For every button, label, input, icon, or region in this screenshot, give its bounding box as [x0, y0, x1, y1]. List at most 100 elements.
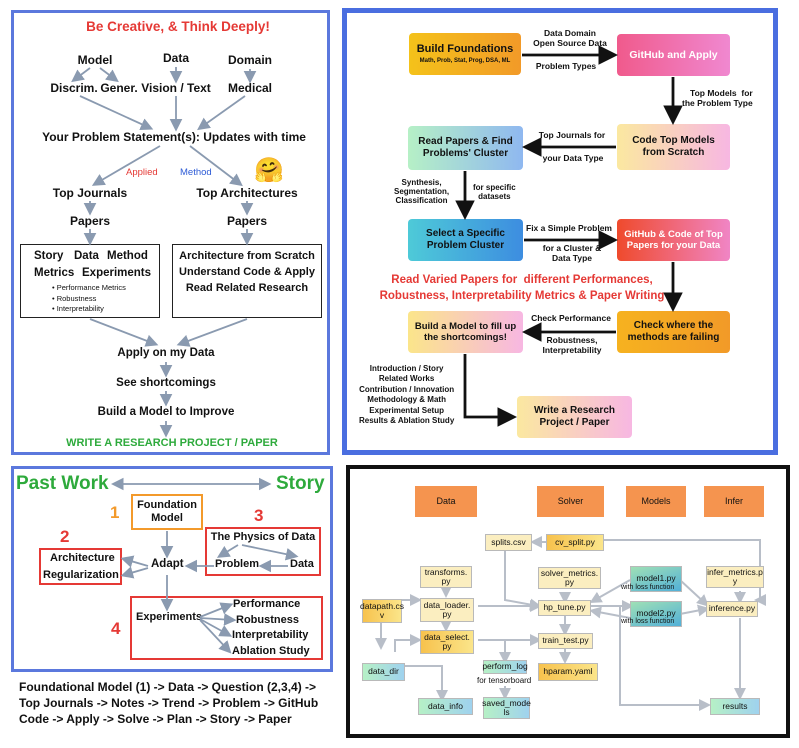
file-train-test: train_test.py — [538, 633, 593, 649]
node-github-apply: GitHub and Apply — [617, 34, 730, 76]
label-method: Method — [180, 167, 212, 178]
label-experiments-box: Experiments — [82, 267, 152, 279]
file-model1: model1.py — [630, 566, 682, 592]
panel1-title: Be Creative, & Think Deeply! — [86, 19, 270, 34]
node-code-top-models: Code Top Models from Scratch — [617, 124, 730, 170]
node-foundation-model: Foundation Model — [131, 494, 203, 530]
build-foundations-label: Build Foundations — [416, 42, 514, 55]
file-model2: model2.py — [630, 601, 682, 627]
edge-check-build-top: Check Performance — [531, 313, 611, 323]
panel-foundation-adapt — [11, 466, 333, 672]
label-data: Data — [162, 51, 190, 65]
node-write-paper: Write a Research Project / Paper — [517, 396, 632, 438]
num-3: 3 — [254, 506, 264, 525]
edge-select-gh-top: Fix a Simple Problem — [526, 223, 612, 233]
model1-sub: with loss function — [621, 584, 675, 591]
panel-research-flow — [11, 10, 330, 455]
folder-data-info: data_info — [418, 698, 473, 715]
label-past-work: Past Work — [16, 473, 109, 494]
label-model: Model — [77, 53, 113, 67]
header-data: Data — [415, 486, 477, 517]
folder-saved-models: saved_mode ls — [482, 697, 531, 719]
node-read-papers: Read Papers & Find Problems' Cluster — [408, 126, 523, 170]
node-check-where: Check where the methods are failing — [617, 311, 730, 353]
file-hparam-yaml: hparam.yaml — [538, 663, 598, 681]
box-experiments — [130, 596, 323, 660]
label-method-box: Method — [107, 250, 148, 262]
node-build-foundations: Build Foundations Math, Prob, Stat, Prog… — [409, 33, 521, 75]
exp-ablation: Ablation Study — [232, 645, 310, 657]
label-applied: Applied — [126, 167, 158, 178]
edge-check-build-bottom: Robustness, Interpretability — [542, 335, 602, 355]
label-data-box: Data — [74, 250, 99, 262]
file-hp-tune: hp_tune.py — [538, 600, 591, 616]
problem-statement: Your Problem Statement(s): Updates with … — [42, 130, 306, 144]
file-perform-log: perform_log — [482, 660, 528, 674]
label-regularization: Regularization — [43, 569, 119, 581]
label-domain: Domain — [227, 53, 273, 67]
label-vision-text: Vision / Text — [141, 81, 211, 95]
build-foundations-sub: Math, Prob, Stat, Prog, DSA, ML — [419, 57, 511, 64]
model2-sub: with loss function — [621, 618, 675, 625]
file-solver-metrics: solver_metrics. py — [538, 567, 601, 589]
edge-bf-gh-bottom: Problem Types — [535, 61, 597, 71]
label-papers-right: Papers — [226, 214, 268, 228]
hugging-face-emoji: 🤗 — [254, 156, 284, 184]
bullet-robustness: • Robustness — [52, 294, 97, 303]
label-discrim: Discrim. — [50, 81, 98, 95]
label-read-related: Read Related Research — [185, 282, 309, 294]
bullet-text: Interpretability — [56, 304, 104, 313]
exp-interpretability: Interpretability — [232, 629, 309, 641]
edge-select-gh-bottom: for a Cluster & Data Type — [542, 243, 602, 263]
file-datapath-csv: datapath.cs v — [360, 599, 404, 623]
edge-code-read-top: Top Journals for — [538, 130, 606, 140]
summary-text: Foundational Model (1) -> Data -> Questi… — [19, 680, 319, 727]
file-cv-split: cv_split.py — [546, 534, 604, 551]
bullet-text: Robustness — [56, 294, 97, 303]
header-solver: Solver — [537, 486, 604, 517]
header-infer: Infer — [704, 486, 764, 517]
node-build-model-fill: Build a Model to fill up the shortcoming… — [408, 311, 523, 353]
label-story: Story — [34, 250, 64, 262]
bullet-text: Performance Metrics — [56, 283, 126, 292]
step-build-model: Build a Model to Improve — [97, 406, 235, 418]
edge-bf-gh-top: Data Domain Open Source Data — [533, 28, 607, 48]
edge-code-read-bottom: your Data Type — [542, 153, 604, 163]
step-shortcomings: See shortcomings — [116, 377, 216, 389]
file-transforms: transforms. py — [420, 566, 472, 588]
exp-performance: Performance — [233, 598, 301, 610]
num-1: 1 — [110, 503, 120, 522]
label-metrics: Metrics — [34, 267, 75, 279]
label-papers-left: Papers — [69, 214, 111, 228]
red-note: Read Varied Papers for different Perform… — [379, 274, 665, 303]
folder-data-dir: data_dir — [362, 663, 405, 681]
bullet-interpretability: • Interpretability — [52, 304, 104, 313]
label-top-architectures: Top Architectures — [196, 186, 298, 200]
writing-list: Introduction / Story Related Works Contr… — [359, 364, 455, 425]
num-2: 2 — [60, 527, 70, 546]
file-data-select: data_select. py — [420, 630, 474, 654]
file-data-loader: data_loader. py — [420, 598, 474, 622]
folder-results: results — [710, 698, 760, 715]
label-medical: Medical — [227, 81, 273, 95]
label-architecture: Architecture — [50, 552, 115, 564]
file-splits-csv: splits.csv — [485, 534, 532, 551]
header-models: Models — [626, 486, 686, 517]
exp-robustness: Robustness — [236, 614, 299, 626]
label-adapt: Adapt — [151, 558, 184, 570]
file-infer-metrics: infer_metrics.p y — [706, 566, 764, 588]
file-inference: inference.py — [706, 601, 758, 617]
panel1-footer: WRITE A RESEARCH PROJECT / PAPER — [66, 437, 278, 449]
label-arch-scratch: Architecture from Scratch — [179, 250, 315, 262]
label-experiments: Experiments — [136, 611, 203, 623]
edge-read-select-left: Synthesis, Segmentation, Classification — [394, 178, 450, 206]
model2-name: model2.py — [636, 608, 676, 619]
bullet-performance-metrics: • Performance Metrics — [52, 283, 126, 292]
label-top-journals: Top Journals — [52, 186, 128, 200]
edge-read-select-right: for specific datasets — [473, 183, 516, 202]
num-4: 4 — [111, 619, 121, 638]
step-apply-data: Apply on my Data — [117, 347, 215, 359]
label-data-physics: Data — [290, 558, 314, 570]
label-physics: The Physics of Data — [210, 531, 316, 543]
node-select-cluster: Select a Specific Problem Cluster — [408, 219, 523, 261]
